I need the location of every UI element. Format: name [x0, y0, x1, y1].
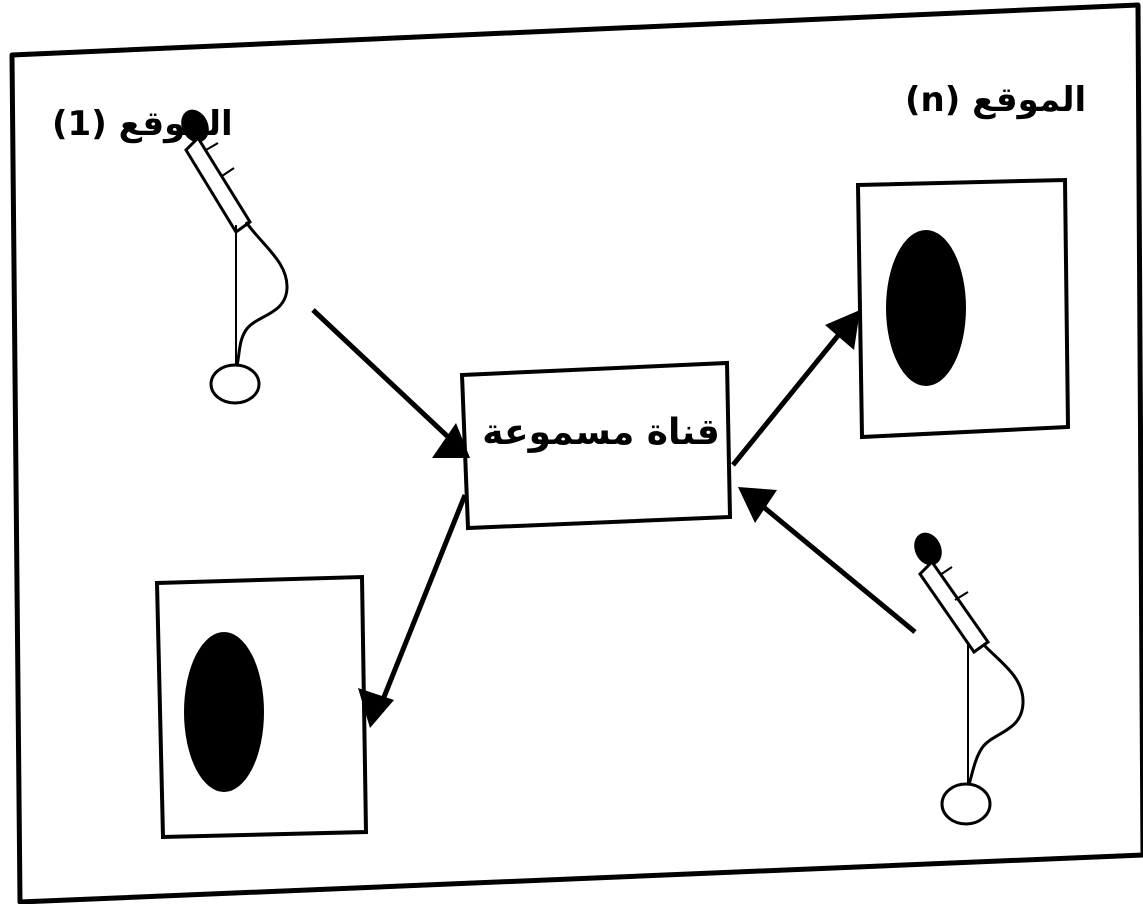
- site-1-microphone-icon: [181, 109, 289, 405]
- arrowhead-site1-to-channel: [432, 423, 470, 458]
- site-n-speaker-icon: [855, 177, 1071, 440]
- site-1-speaker-icon: [154, 574, 369, 840]
- arrowhead-channel-to-site1: [358, 688, 394, 728]
- outer-frame: [9, 2, 1143, 904]
- arrow-channel-to-siten: [731, 325, 847, 467]
- arrowhead-siten-to-channel: [738, 487, 777, 523]
- site-1-label: الموقع (1): [52, 104, 233, 144]
- arrow-siten-to-channel: [753, 498, 917, 634]
- arrowhead-channel-to-siten: [825, 310, 860, 350]
- arrow-site1-to-channel: [311, 308, 464, 452]
- channel-label: قناة مسموعة: [482, 412, 720, 453]
- site-n-label: الموقع (n): [905, 80, 1087, 120]
- arrow-channel-to-site1: [375, 494, 468, 713]
- site-n-microphone-icon: [914, 532, 1025, 826]
- channel-box: [459, 360, 733, 531]
